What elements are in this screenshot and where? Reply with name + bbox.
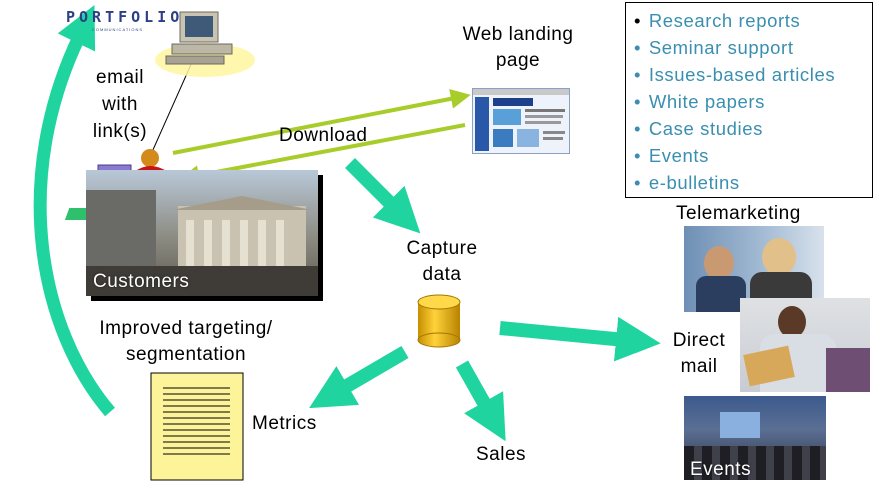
events-photo (684, 396, 826, 480)
events-photo-label: Events (690, 459, 752, 480)
sales-label: Sales (476, 444, 527, 465)
content-type-item: • e-bulletins (634, 172, 740, 193)
customers-label: Customers (93, 271, 190, 292)
direct-mail-photo (740, 298, 870, 392)
content-type-item: • Events (634, 145, 709, 166)
download-arrow-to-web (172, 88, 471, 155)
content-type-item: • Seminar support (634, 37, 794, 58)
metrics-label: Metrics (252, 413, 317, 434)
customers-photo (86, 170, 318, 296)
direct-mail-arrow (499, 316, 661, 362)
content-type-item: • Research reports (634, 10, 801, 31)
document-icon (150, 372, 244, 481)
web-landing-page-thumbnail (472, 88, 570, 154)
portfolio-logo: PORTFOLIO (66, 8, 184, 26)
capture-data-label: Capture data (406, 238, 478, 285)
feedback-arrow (33, 5, 115, 417)
computer-icon (155, 11, 255, 77)
web-landing-page-label: Web landing page (462, 24, 574, 71)
metrics-arrow (309, 345, 409, 409)
content-type-item: • Issues-based articles (634, 64, 836, 85)
sales-arrow (455, 360, 506, 442)
improved-targeting-label: Improved targeting/ segmentation (99, 318, 273, 365)
download-label: Download (279, 125, 368, 146)
direct-mail-label: Direct mail (672, 330, 726, 377)
database-cylinder-icon (417, 294, 461, 348)
capture-arrow (345, 158, 421, 234)
content-type-item: • Case studies (634, 118, 763, 139)
content-type-item: • White papers (634, 91, 766, 112)
download-arrow-to-customer (179, 123, 466, 186)
telemarketing-label: Telemarketing (676, 203, 801, 224)
portfolio-logo-subtext: COMMUNICATIONS (92, 27, 144, 32)
email-label: email with link(s) (92, 67, 148, 142)
content-types-box: • Research reports • Seminar support • I… (625, 2, 873, 198)
